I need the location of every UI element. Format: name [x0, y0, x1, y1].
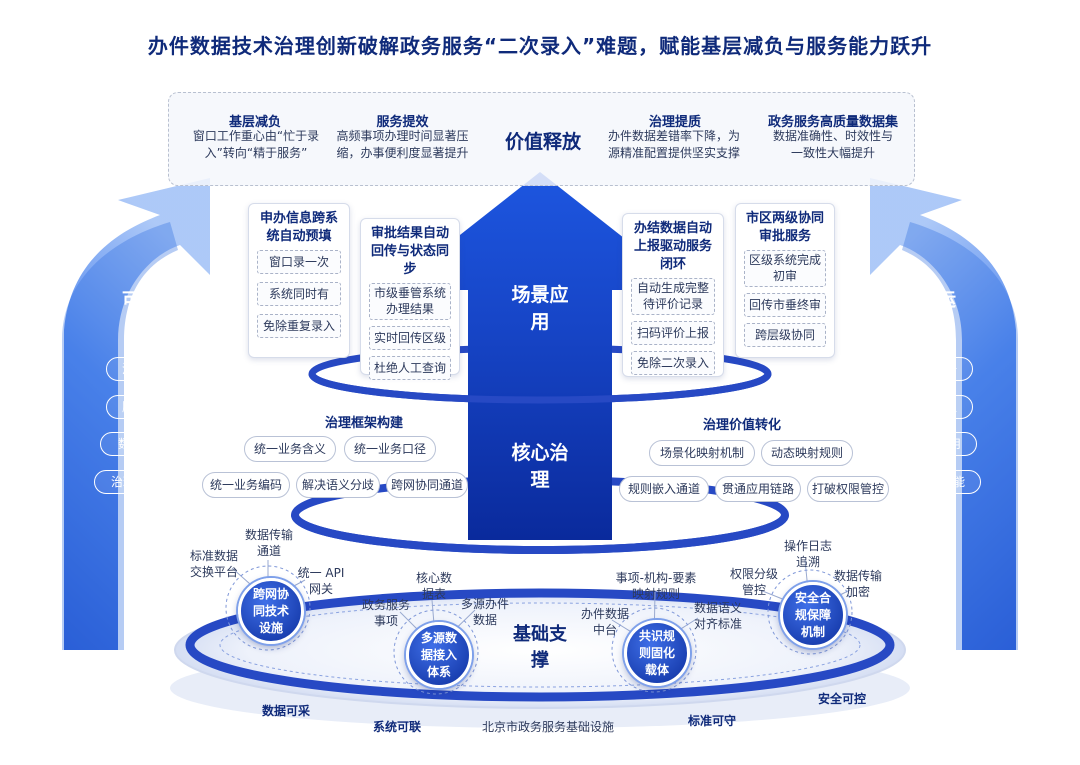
- scene-card-2-item: 实时回传区级: [369, 326, 451, 350]
- scene-card-4: 市区两级协同审批服务 区级系统完成初审 回传市垂终审 跨层级协同: [735, 203, 835, 358]
- scene-card-1-item: 系统同时有: [257, 282, 341, 306]
- value-text-1: 窗口工作重心由“忙于录入”转向“精于服务”: [192, 129, 320, 160]
- footer-label: 系统可联: [373, 720, 422, 734]
- scene-card-2: 审批结果自动回传与状态同步 市级垂管系统办理结果 实时回传区级 杜绝人工查询: [360, 218, 460, 380]
- framework-tag: 统一业务口径: [344, 436, 436, 462]
- footer-label: 安全可控: [818, 692, 867, 706]
- scene-card-1: 申办信息跨系统自动预填 窗口录一次 系统同时有 免除重复录入: [248, 203, 350, 358]
- framework-tag: 解决语义分歧: [296, 472, 380, 498]
- footer-label: 数据可采: [262, 704, 311, 718]
- right-side-item: 场景复用: [897, 432, 977, 456]
- scene-card-3-item: 免除二次录入: [631, 351, 715, 375]
- value-text-2: 高频事项办理时间显著压缩，办事便利度显著提升: [336, 129, 469, 160]
- scene-card-4-item: 跨层级协同: [744, 323, 826, 347]
- left-side-item: 数据沉淀: [100, 432, 184, 456]
- main-arrow: [390, 172, 690, 540]
- arrow-label-scene: 场景应用: [511, 284, 569, 333]
- framework-tag: 统一业务编码: [202, 472, 290, 498]
- base-node-label: 共识规则固化载体: [638, 628, 675, 677]
- satellite-label: 核心数据表: [415, 571, 452, 601]
- scene-card-4-item: 回传市垂终审: [744, 293, 826, 317]
- satellite-label: 政务服务事项: [362, 598, 411, 628]
- value-heading-1: 基层减负: [228, 115, 281, 130]
- left-side-arrow: [64, 178, 210, 650]
- left-side-item: 治理优化: [106, 357, 186, 381]
- base-node-data-access: 多源数据接入体系: [406, 622, 472, 688]
- scene-card-3: 办结数据自动上报驱动服务闭环 自动生成完整待评价记录 扫码评价上报 免除二次录入: [622, 213, 724, 377]
- right-side-arrow: [870, 178, 1016, 650]
- base-node-label: 多源数据接入体系: [420, 630, 457, 679]
- arrow-label-core: 核心治理: [511, 442, 569, 491]
- base-node-network: 跨网协同技术设施: [238, 578, 304, 644]
- scene-card-4-title: 市区两级协同审批服务: [745, 211, 824, 244]
- scene-card-2-item: 市级垂管系统办理结果: [369, 283, 451, 320]
- right-side-body: [902, 222, 1018, 650]
- satellite-label: 统一 API 网关: [297, 566, 345, 596]
- right-side-item: 闭环赋能: [901, 470, 981, 494]
- scene-card-4-item: 区级系统完成初审: [744, 250, 826, 287]
- scene-card-1-item: 窗口录一次: [257, 250, 341, 274]
- framework-tag: 跨网协同通道: [386, 472, 468, 498]
- value-release-box: [168, 92, 915, 186]
- transform-tag: 场景化映射机制: [649, 440, 755, 466]
- right-side-title: 需持续运营服务: [884, 290, 956, 336]
- right-side-item: 标准统一: [893, 357, 973, 381]
- base-node-security: 安全合规保障机制: [780, 582, 846, 648]
- footer-label: 标准可守: [688, 714, 737, 728]
- value-heading-3: 治理提质: [648, 115, 701, 130]
- satellite-label: 数据传输加密: [834, 569, 883, 599]
- right-side-item: 通道贯通: [893, 395, 973, 419]
- satellite-label: 操作日志追溯: [784, 539, 833, 569]
- satellite-label: 事项-机构-要素映射规则: [615, 571, 697, 601]
- base-center-label: 基础支撑: [513, 624, 567, 671]
- base-ring: [185, 588, 895, 702]
- transform-tag: 动态映射规则: [761, 440, 853, 466]
- page-title: 办件数据技术治理创新破解政务服务“二次录入”难题，赋能基层减负与服务能力跃升: [147, 34, 933, 58]
- base-node-label: 安全合规保障机制: [794, 590, 831, 639]
- base-node-rules: 共识规则固化载体: [624, 620, 690, 686]
- left-side-item: 治理再优化: [94, 470, 188, 494]
- transform-tag: 规则嵌入通道: [619, 476, 709, 502]
- satellite-label: 数据语义对齐标准: [693, 601, 742, 631]
- satellite-label: 数据传输通道: [244, 528, 293, 558]
- value-release-label: 价值释放: [504, 131, 581, 153]
- value-text-4: 数据准确性、时效性与一致性大幅提升: [772, 129, 893, 160]
- framework-tag: 统一业务含义: [244, 436, 336, 462]
- scene-card-3-title: 办结数据自动上报驱动服务闭环: [633, 221, 712, 272]
- transform-tag: 打破权限管控: [807, 476, 889, 502]
- left-side-body: [62, 222, 178, 650]
- scene-card-3-item: 扫码评价上报: [631, 321, 715, 345]
- transform-tag: 贯通应用链路: [715, 476, 801, 502]
- base-node-label: 跨网协同技术设施: [252, 586, 289, 635]
- satellite-label: 权限分级管控: [730, 567, 779, 597]
- transform-title: 治理价值转化: [702, 418, 781, 433]
- left-side-title: 可持续价值闭环: [122, 290, 194, 336]
- value-heading-4: 政务服务高质量数据集: [767, 115, 898, 130]
- scene-card-2-item: 杜绝人工查询: [369, 356, 451, 380]
- base-ring-dashed: [219, 602, 861, 688]
- framework-title: 治理框架构建: [324, 416, 403, 431]
- value-text-3: 办件数据差错率下降，为源精准配置提供坚实支撑: [607, 129, 740, 160]
- footer-label: 北京市政务服务基础设施: [481, 720, 614, 734]
- scene-card-3-item: 自动生成完整待评价记录: [631, 278, 715, 315]
- satellite-label: 办件数据中台: [580, 607, 629, 637]
- scene-card-1-item: 免除重复录入: [257, 314, 341, 338]
- left-side-item: 服务提升: [106, 395, 186, 419]
- satellite-label: 标准数据交换平台: [190, 549, 239, 579]
- satellite-label: 多源办件数据: [460, 597, 509, 627]
- scene-card-1-title: 申办信息跨系统自动预填: [259, 211, 338, 244]
- value-heading-2: 服务提效: [376, 115, 429, 130]
- scene-card-2-title: 审批结果自动回传与状态同步: [370, 226, 449, 277]
